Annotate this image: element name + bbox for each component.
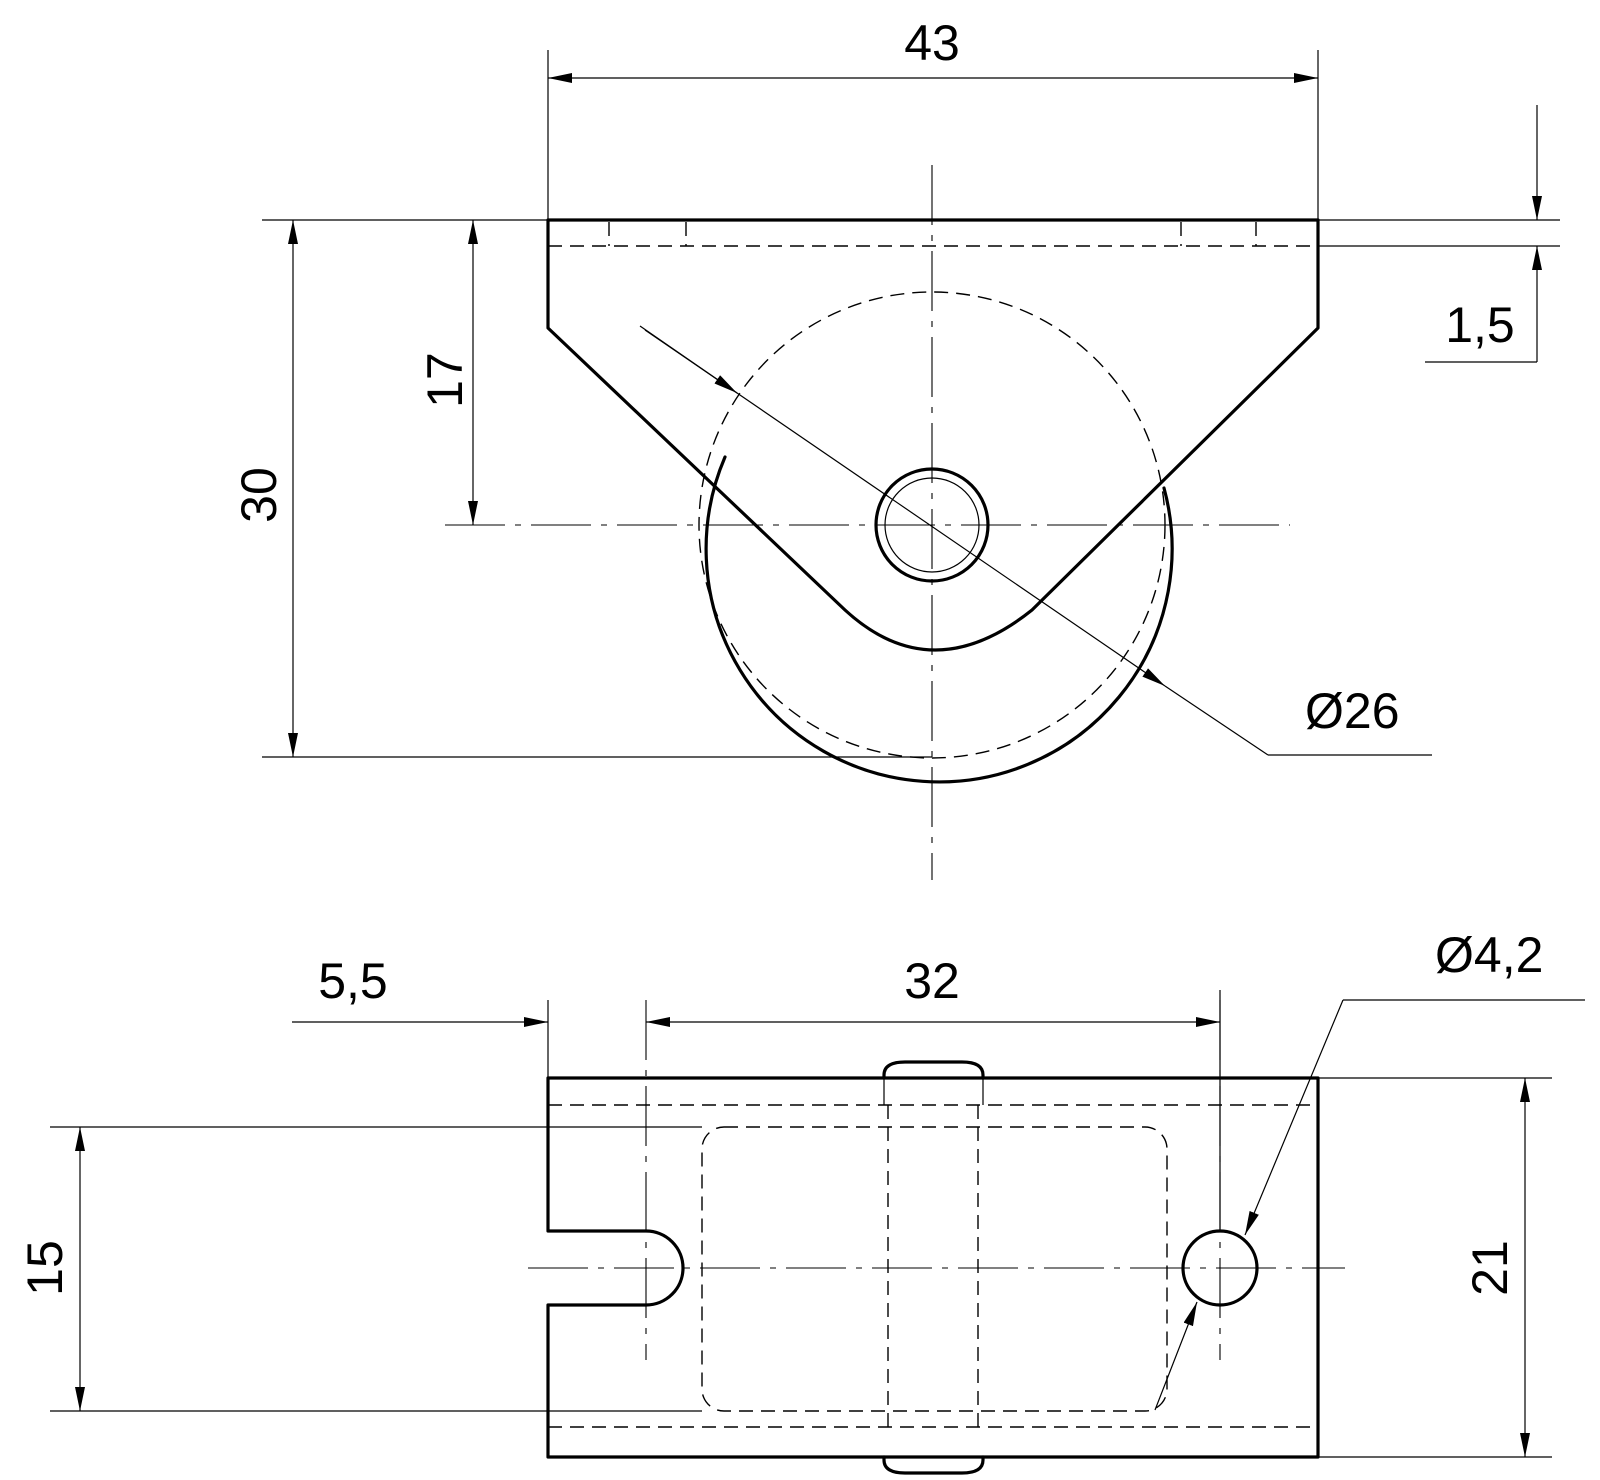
dim-slot-offset: 5,5 <box>318 953 388 1009</box>
axle-cap-top <box>882 1060 985 1080</box>
wheel-hidden-rect <box>701 1126 1168 1412</box>
dim-hole-spacing: 32 <box>904 953 960 1009</box>
base-plate-outline <box>546 1076 1320 1459</box>
bracket-outline <box>546 218 1320 652</box>
dim-arrow-wheel-upper <box>639 325 738 394</box>
axle-outer <box>874 467 990 583</box>
wheel-hidden-outline <box>698 291 1166 759</box>
wheel-outline <box>704 455 1174 784</box>
dim-leader-wheel <box>1164 685 1269 756</box>
dim-wheel-diameter: Ø26 <box>1305 683 1400 739</box>
dim-hole-diameter: Ø4,2 <box>1435 927 1543 983</box>
dim-inner-width: 15 <box>17 1240 73 1296</box>
axle-inner <box>884 477 980 573</box>
front-view: 43 30 17 1,5 Ø26 <box>231 15 1560 880</box>
dim-width: 43 <box>904 15 960 71</box>
dim-leader-hole-upper <box>1244 999 1344 1236</box>
dim-height-total: 30 <box>231 467 287 523</box>
dim-plate-thickness: 1,5 <box>1445 297 1515 353</box>
dim-leader-hole-lower <box>1154 1301 1198 1411</box>
axle-cap-bottom <box>882 1455 985 1475</box>
dim-outer-width: 21 <box>1462 1240 1518 1296</box>
top-view: 5,5 32 Ø4,2 15 21 <box>17 927 1585 1475</box>
dim-height-axle: 17 <box>417 352 473 408</box>
